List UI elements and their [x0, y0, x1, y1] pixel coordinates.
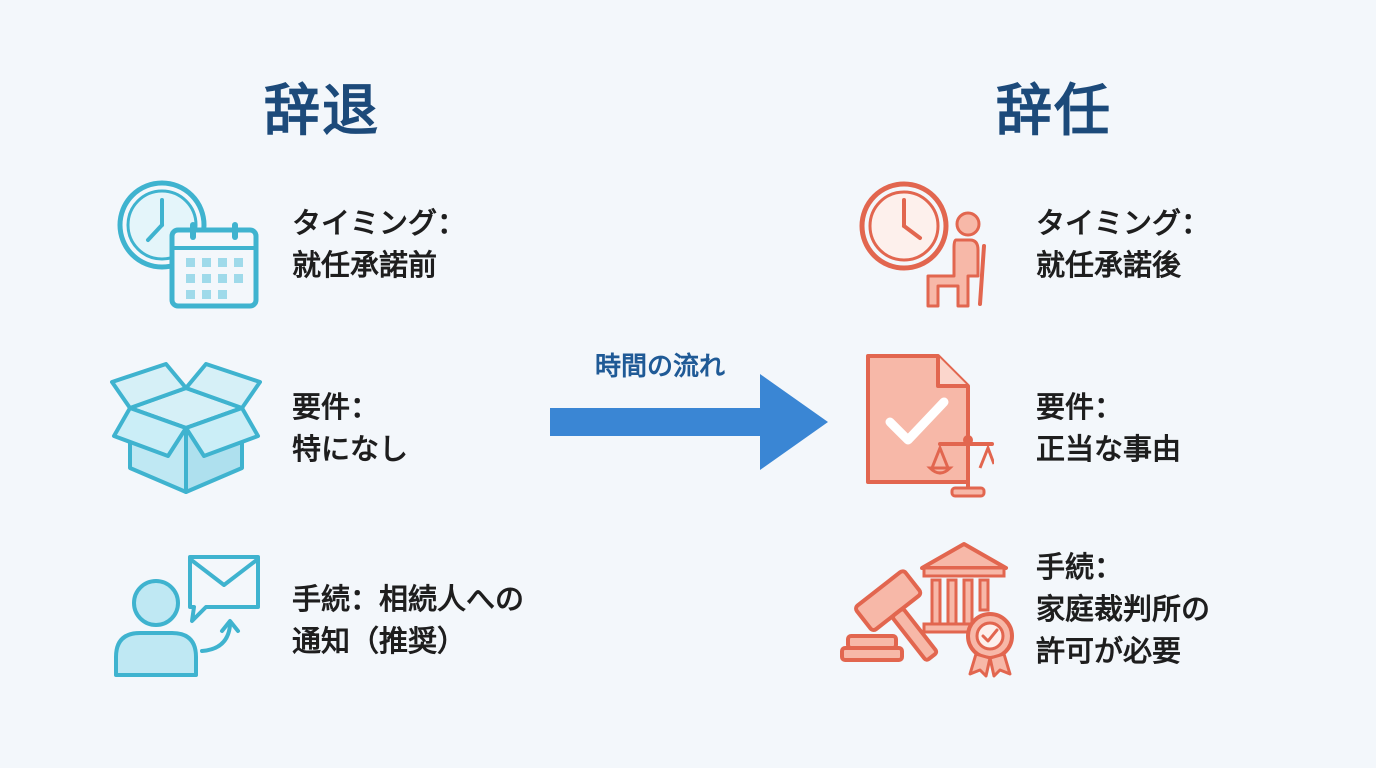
right-procedure-label: 手続： 家庭裁判所の 許可が必要	[1036, 546, 1210, 672]
left-timing-heading: タイミング：	[292, 206, 467, 240]
left-timing-label: タイミング： 就任承諾前	[292, 202, 466, 286]
left-requirement-value: 特になし	[292, 432, 409, 466]
right-procedure-heading: 手続：	[1036, 550, 1124, 584]
person-message-icon	[110, 555, 262, 680]
right-requirement-heading: 要件：	[1036, 390, 1124, 424]
gavel-court-icon	[840, 540, 1018, 678]
left-procedure-heading: 手続：相続人への	[292, 582, 525, 616]
right-column-title: 辞任	[996, 79, 1112, 144]
left-requirement-label: 要件： 特になし	[292, 386, 408, 470]
right-procedure-value: 家庭裁判所の	[1036, 592, 1211, 626]
right-requirement-label: 要件： 正当な事由	[1036, 386, 1181, 470]
left-timing-value: 就任承諾前	[292, 248, 438, 282]
clock-person-icon	[856, 178, 996, 314]
time-flow-caption: 時間の流れ	[594, 352, 725, 382]
left-procedure-label: 手続：相続人への 通知（推奨）	[292, 578, 524, 662]
clock-calendar-icon	[112, 178, 262, 313]
open-box-icon	[110, 360, 262, 496]
right-procedure-value-2: 許可が必要	[1036, 634, 1182, 668]
left-procedure-value: 通知（推奨）	[292, 624, 467, 658]
document-scale-icon	[864, 352, 994, 500]
time-flow-arrow	[548, 372, 830, 476]
left-column-title: 辞退	[264, 79, 380, 144]
right-requirement-value: 正当な事由	[1036, 432, 1182, 466]
right-timing-heading: タイミング：	[1036, 206, 1211, 240]
right-timing-label: タイミング： 就任承諾後	[1036, 202, 1210, 286]
right-timing-value: 就任承諾後	[1036, 248, 1182, 282]
left-requirement-heading: 要件：	[292, 390, 380, 424]
